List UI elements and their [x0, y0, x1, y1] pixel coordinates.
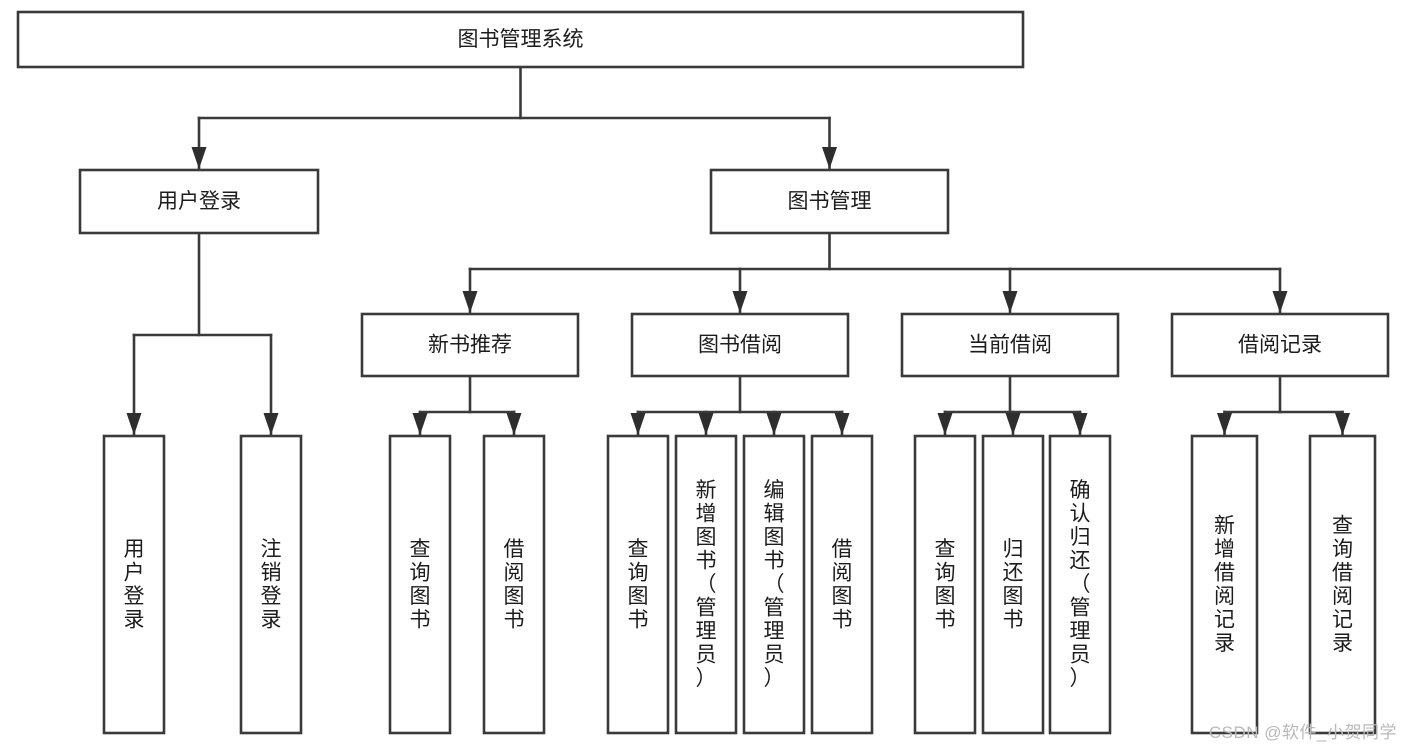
- arrow-head-icon: [630, 413, 646, 435]
- node-label: 查询图书: [410, 538, 431, 632]
- node-l-cb-1[interactable]: 查询图书: [913, 434, 977, 735]
- node-box: [810, 434, 874, 735]
- node-box: [78, 168, 320, 235]
- node-root[interactable]: 图书管理系统: [16, 10, 1025, 69]
- node-user-login[interactable]: 用户登录: [78, 168, 320, 235]
- node-l-br-2[interactable]: 查询借阅记录: [1308, 434, 1377, 735]
- arrow-head-icon: [506, 413, 522, 435]
- arrow-head-icon: [1005, 413, 1021, 435]
- arrow-head-icon: [191, 147, 207, 169]
- node-box: [1190, 434, 1259, 735]
- node-book-manage[interactable]: 图书管理: [709, 168, 950, 235]
- node-label: 编辑图书（管理员）: [764, 479, 785, 690]
- arrow-head-icon: [834, 413, 850, 435]
- node-box: [16, 10, 1025, 69]
- node-label: 图书管理: [788, 190, 872, 213]
- node-label: 图书借阅: [698, 334, 782, 357]
- node-box: [900, 312, 1120, 378]
- node-new-book-rec[interactable]: 新书推荐: [360, 312, 580, 378]
- arrow-head-icon: [412, 413, 428, 435]
- node-box: [239, 434, 303, 735]
- node-box: [1170, 312, 1390, 378]
- arrow-head-icon: [1217, 413, 1232, 435]
- watermark-text: CSDN @软件_小贺同学: [1208, 723, 1397, 742]
- node-box: [674, 434, 738, 735]
- node-label: 借阅图书: [832, 538, 853, 632]
- arrow-head-icon: [698, 413, 714, 435]
- node-label: 借阅图书: [504, 538, 525, 632]
- node-box: [630, 312, 850, 378]
- node-box: [1048, 434, 1112, 735]
- arrow-head-icon: [822, 147, 837, 169]
- node-current-borrow[interactable]: 当前借阅: [900, 312, 1120, 378]
- node-l-cb-2[interactable]: 归还图书: [981, 434, 1045, 735]
- node-label: 查询图书: [628, 538, 649, 632]
- node-borrow-record[interactable]: 借阅记录: [1170, 312, 1390, 378]
- arrow-head-icon: [732, 291, 748, 313]
- node-label: 图书管理系统: [458, 28, 584, 51]
- arrow-head-icon: [263, 413, 279, 435]
- connector-links-layer: [126, 65, 1350, 437]
- node-box: [913, 434, 977, 735]
- arrow-head-icon: [1272, 291, 1288, 313]
- node-label: 新增借阅记录: [1214, 514, 1235, 655]
- node-l-nbr-2[interactable]: 借阅图书: [482, 434, 546, 735]
- node-label: 用户登录: [124, 538, 145, 632]
- node-l-bb-3[interactable]: 编辑图书（管理员）: [742, 434, 806, 735]
- arrow-head-icon: [1072, 413, 1088, 435]
- node-box: [742, 434, 806, 735]
- node-box: [981, 434, 1045, 735]
- node-l-nbr-1[interactable]: 查询图书: [388, 434, 452, 735]
- node-leaf-user-login[interactable]: 用户登录: [102, 434, 166, 735]
- node-l-br-1[interactable]: 新增借阅记录: [1190, 434, 1259, 735]
- node-box: [606, 434, 670, 735]
- node-leaf-user-logout[interactable]: 注销登录: [239, 434, 303, 735]
- node-book-borrow[interactable]: 图书借阅: [630, 312, 850, 378]
- node-box: [360, 312, 580, 378]
- node-box: [482, 434, 546, 735]
- node-label: 查询借阅记录: [1332, 514, 1353, 655]
- node-l-bb-1[interactable]: 查询图书: [606, 434, 670, 735]
- node-l-bb-4[interactable]: 借阅图书: [810, 434, 874, 735]
- node-boxes-layer: 图书管理系统用户登录图书管理新书推荐图书借阅当前借阅借阅记录用户登录注销登录查询…: [16, 10, 1390, 735]
- arrow-head-icon: [462, 291, 478, 313]
- node-box: [388, 434, 452, 735]
- arrow-head-icon: [766, 413, 782, 435]
- node-label: 归还图书: [1003, 538, 1024, 632]
- node-box: [1308, 434, 1377, 735]
- node-box: [102, 434, 166, 735]
- arrow-head-icon: [1335, 413, 1350, 435]
- node-label: 确认归还（管理员）: [1070, 479, 1091, 690]
- arrow-head-icon: [1002, 291, 1018, 313]
- node-label: 借阅记录: [1238, 334, 1322, 357]
- arrow-head-icon: [937, 413, 953, 435]
- node-label: 注销登录: [261, 538, 282, 632]
- node-label: 新书推荐: [428, 334, 512, 357]
- node-label: 查询图书: [935, 538, 956, 632]
- arrow-head-icon: [126, 413, 142, 435]
- node-label: 当前借阅: [968, 334, 1052, 357]
- node-box: [709, 168, 950, 235]
- node-label: 新增图书（管理员）: [696, 479, 717, 690]
- node-l-cb-3[interactable]: 确认归还（管理员）: [1048, 434, 1112, 735]
- node-label: 用户登录: [157, 190, 241, 213]
- node-l-bb-2[interactable]: 新增图书（管理员）: [674, 434, 738, 735]
